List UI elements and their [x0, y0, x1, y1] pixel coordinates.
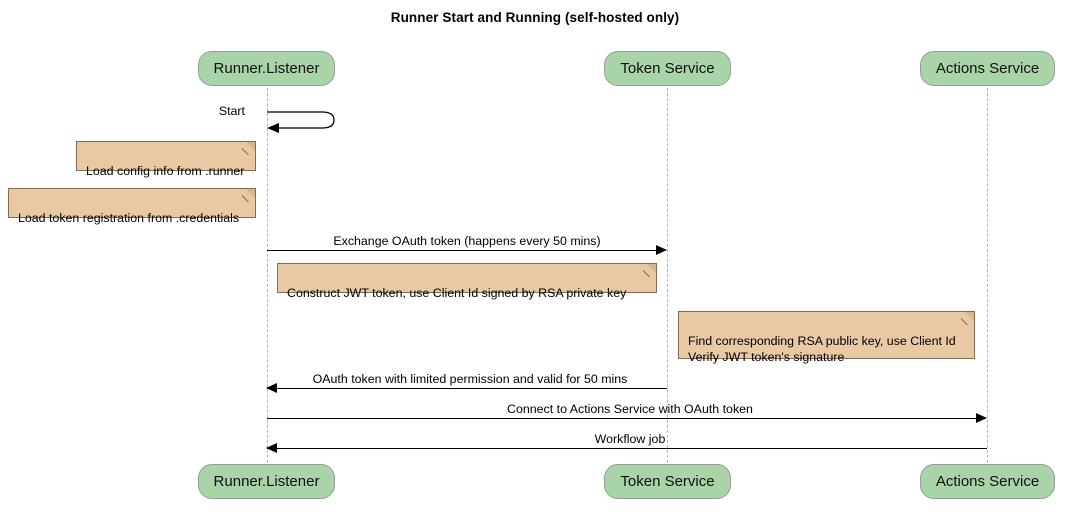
note-load-config: Load config info from .runner: [76, 141, 256, 178]
lifeline-actions-service: [987, 88, 988, 463]
message-connect-actions-arrowhead-icon: [976, 413, 987, 423]
message-connect-actions-label: Connect to Actions Service with OAuth to…: [507, 402, 753, 416]
note-fold-edge-icon: [643, 264, 656, 277]
note-construct-jwt-text: Construct JWT token, use Client Id signe…: [287, 286, 627, 300]
participant-actions-service-bottom[interactable]: Actions Service: [920, 464, 1055, 499]
lifeline-runner-listener: [267, 88, 268, 463]
note-load-token-registration-text: Load token registration from .credential…: [18, 211, 240, 225]
note-fold-edge-icon: [961, 312, 974, 325]
self-message-start-arrow: [262, 104, 342, 141]
diagram-title: Runner Start and Running (self-hosted on…: [390, 10, 680, 25]
message-connect-actions-line: [267, 418, 977, 419]
self-message-start-label: Start: [218, 104, 245, 118]
message-workflow-job-line: [267, 448, 987, 449]
note-verify-jwt: Find corresponding RSA public key, use C…: [678, 311, 975, 364]
message-exchange-oauth-line: [267, 250, 657, 251]
message-workflow-job-label: Workflow job: [594, 432, 666, 446]
participant-token-service-bottom[interactable]: Token Service: [604, 464, 731, 499]
note-construct-jwt: Construct JWT token, use Client Id signe…: [277, 263, 657, 300]
note-fold-edge-icon: [242, 142, 255, 155]
message-oauth-token-return-label: OAuth token with limited permission and …: [312, 372, 628, 386]
note-load-config-text: Load config info from .runner: [86, 164, 245, 178]
message-exchange-oauth-arrowhead-icon: [656, 245, 667, 255]
message-workflow-job-arrowhead-icon: [266, 443, 277, 453]
message-exchange-oauth-label: Exchange OAuth token (happens every 50 m…: [333, 234, 601, 248]
message-oauth-token-return-arrowhead-icon: [266, 383, 277, 393]
note-fold-edge-icon: [242, 189, 255, 202]
note-verify-jwt-text: Find corresponding RSA public key, use C…: [688, 334, 956, 364]
participant-runner-listener-top[interactable]: Runner.Listener: [198, 51, 335, 86]
participant-token-service-top[interactable]: Token Service: [604, 51, 731, 86]
lifeline-token-service: [667, 88, 668, 463]
participant-actions-service-top[interactable]: Actions Service: [920, 51, 1055, 86]
participant-runner-listener-bottom[interactable]: Runner.Listener: [198, 464, 335, 499]
message-oauth-token-return-line: [267, 388, 667, 389]
note-load-token-registration: Load token registration from .credential…: [8, 188, 256, 225]
